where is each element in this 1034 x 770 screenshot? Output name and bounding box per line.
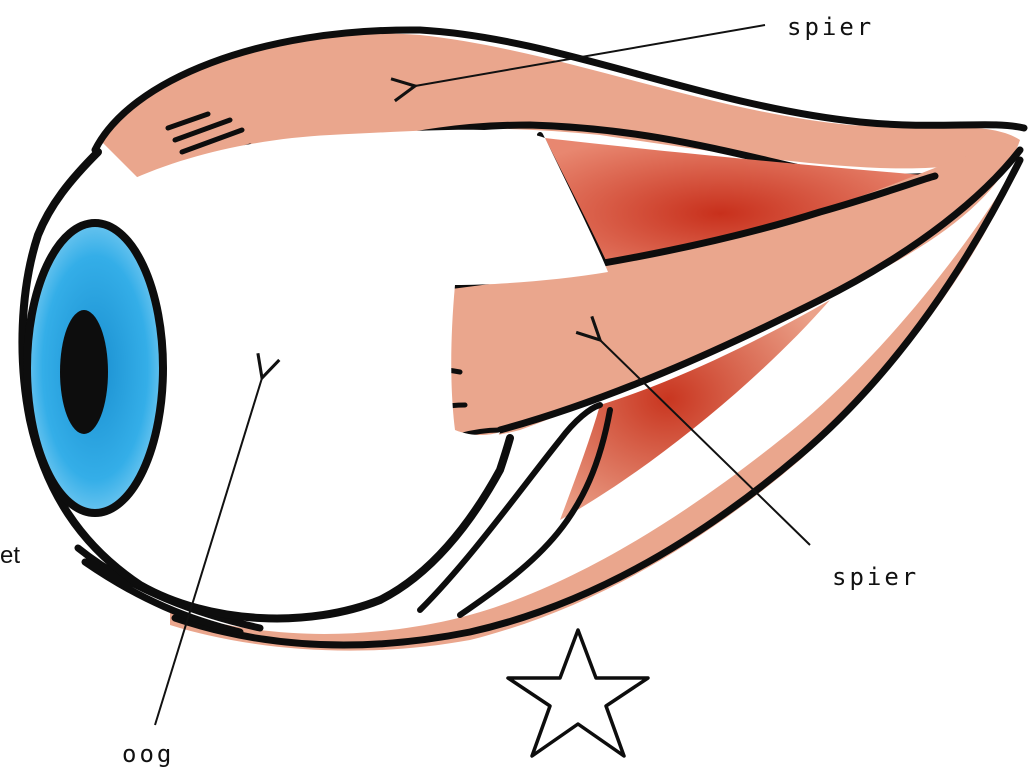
- label-eye: oog: [122, 740, 174, 768]
- label-cut-off-left: et: [0, 542, 20, 569]
- pupil: [60, 310, 108, 434]
- label-lower-muscle: spier: [832, 563, 919, 591]
- star-outline-icon: [508, 630, 648, 756]
- label-top-muscle: spier: [787, 13, 874, 41]
